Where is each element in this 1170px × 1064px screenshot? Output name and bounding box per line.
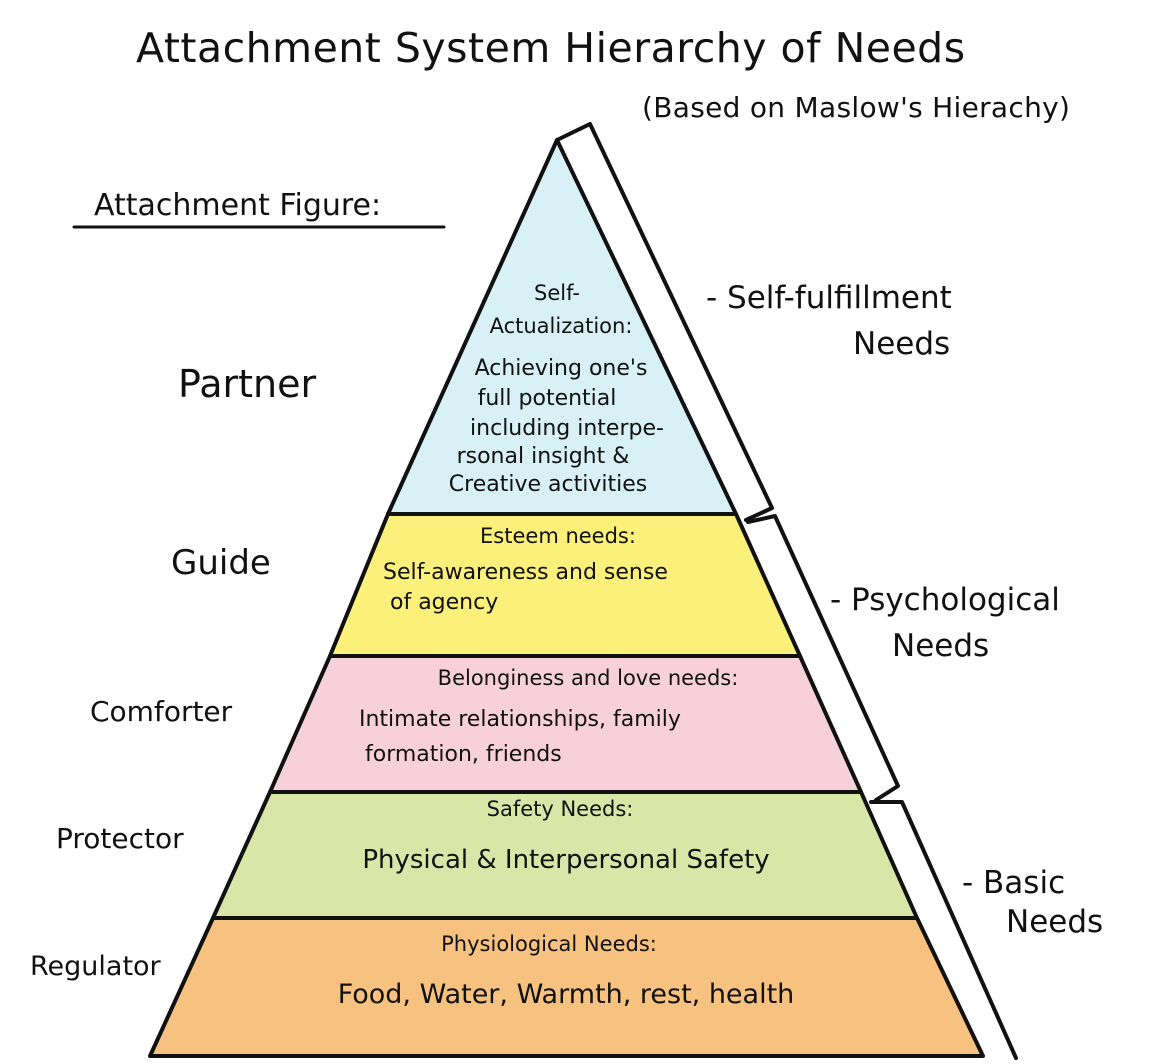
tier-body-belonging-2: formation, friends [365, 742, 562, 767]
figure-guide: Guide [171, 543, 271, 583]
diagram-title: Attachment System Hierarchy of Needs [136, 24, 966, 72]
tier-body-self-actualization-3: including interpe- [470, 416, 664, 441]
tier-body-esteem-1: Self-awareness and sense [383, 560, 668, 585]
diagram-subtitle: (Based on Maslow's Hierachy) [642, 91, 1070, 124]
tier-body-self-actualization-2: full potential [478, 386, 617, 411]
need-group-self-fulfillment-1: - Self-fulfillment [706, 280, 952, 316]
tier-heading-safety: Safety Needs: [487, 797, 634, 821]
tier-body-belonging-1: Intimate relationships, family [359, 707, 681, 732]
tier-body-self-actualization-1: Achieving one's [475, 356, 648, 381]
tier-physiological [148, 916, 985, 1058]
need-group-basic-2: Needs [1006, 904, 1103, 940]
figure-partner: Partner [178, 362, 316, 406]
tier-body-safety: Physical & Interpersonal Safety [362, 845, 769, 875]
tier-body-physiological: Food, Water, Warmth, rest, health [338, 979, 795, 1010]
attachment-figure-label: Attachment Figure: [94, 188, 381, 223]
tier-heading-self-actualization-2: Actualization: [490, 314, 633, 338]
tier-body-self-actualization-4: rsonal insight & [457, 444, 630, 469]
tier-body-esteem-2: of agency [390, 590, 498, 615]
figure-protector: Protector [56, 822, 184, 855]
need-group-psychological-1: - Psychological [830, 582, 1060, 618]
bracket-psychological [746, 514, 900, 802]
tier-heading-self-actualization-1: Self- [534, 281, 580, 305]
tier-body-self-actualization-5: Creative activities [449, 472, 647, 497]
bracket-basic [869, 800, 1018, 1060]
need-group-self-fulfillment-2: Needs [853, 326, 950, 362]
tier-heading-esteem: Esteem needs: [480, 524, 636, 548]
need-group-basic-1: - Basic [962, 865, 1065, 901]
tier-heading-physiological: Physiological Needs: [441, 932, 657, 956]
need-group-psychological-2: Needs [892, 628, 989, 664]
bracket-self-fulfillment [555, 122, 774, 522]
figure-regulator: Regulator [30, 951, 162, 982]
figure-comforter: Comforter [90, 695, 233, 728]
tier-heading-belonging: Belonginess and love needs: [438, 666, 739, 690]
